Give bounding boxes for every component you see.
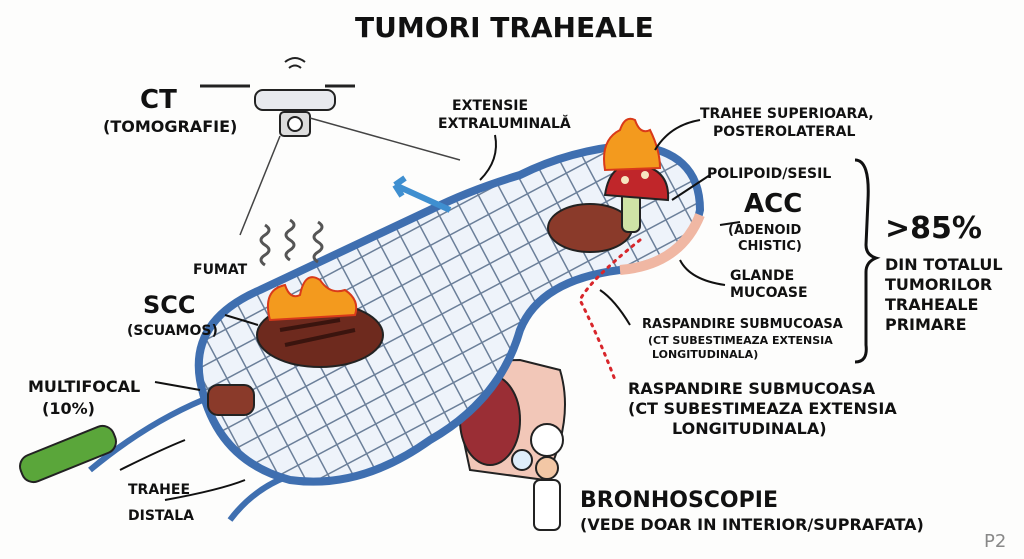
extraluminal-arrow-icon [392, 175, 452, 213]
spread1-line3: LONGITUDINALA) [652, 348, 759, 361]
brace [854, 158, 881, 364]
ct-label: CT [140, 85, 177, 115]
spread1-line2: (CT SUBESTIMEAZA EXTENSIA [648, 334, 833, 347]
multifocal-line1: MULTIFOCAL [28, 377, 141, 396]
extensie-line1: EXTENSIE [452, 98, 529, 114]
magnifier-icon [511, 449, 533, 471]
glande-line1: GLANDE [730, 268, 795, 284]
distala-line2: DISTALA [128, 508, 194, 524]
bronho-label: BRONHOSCOPIE [580, 488, 778, 513]
spread2-line3: LONGITUDINALA) [672, 419, 827, 438]
spread2-line1: RASPANDIRE SUBMUCOASA [628, 379, 876, 398]
acc-steak-icon [547, 203, 633, 253]
pointer-arrows [119, 119, 741, 501]
submucosal-dotted-line [578, 238, 642, 382]
trahee-sup-line1: TRAHEE SUPERIOARA, [700, 106, 874, 122]
stat-line4: PRIMARE [885, 315, 967, 334]
acc-label: ACC [744, 189, 803, 219]
spread1-line1: RASPANDIRE SUBMUCOASA [642, 317, 843, 332]
smoke-icon [259, 218, 324, 267]
glande-line2: MUCOASE [730, 285, 808, 301]
drone-icon [200, 57, 461, 236]
polipoid-label: POLIPOID/SESIL [707, 166, 832, 182]
scc-label: SCC [143, 291, 196, 319]
stat-line1: DIN TOTALUL [885, 255, 1003, 274]
stat-line2: TUMORILOR [885, 275, 993, 294]
distala-line1: TRAHEE [128, 482, 191, 498]
acc-line1: (ADENOID [728, 223, 802, 238]
stat-line3: TRAHEALE [885, 295, 979, 314]
acc-flame-icon [603, 117, 662, 172]
page-number: P2 [984, 531, 1007, 552]
bronho-sub: (VEDE DOAR IN INTERIOR/SUPRAFATA) [580, 515, 924, 534]
acc-line2: CHISTIC) [738, 239, 802, 254]
scc-sub: (SCUAMOS) [127, 323, 218, 339]
multifocal-steak-icon [207, 384, 255, 416]
stat-value: >85% [885, 211, 982, 246]
chef-icon [511, 423, 564, 531]
multifocal-line2: (10%) [42, 399, 95, 418]
green-handle-icon [19, 424, 117, 484]
page-title: TUMORI TRAHEALE [355, 11, 654, 44]
extensie-line2: EXTRALUMINALĂ [438, 116, 571, 132]
spread2-line2: (CT SUBESTIMEAZA EXTENSIA [628, 399, 897, 418]
ct-sub: (TOMOGRAFIE) [103, 117, 238, 136]
scc-flame-icon [266, 276, 358, 322]
fumat-label: FUMAT [193, 262, 248, 278]
trahee-sup-line2: POSTEROLATERAL [713, 124, 856, 140]
